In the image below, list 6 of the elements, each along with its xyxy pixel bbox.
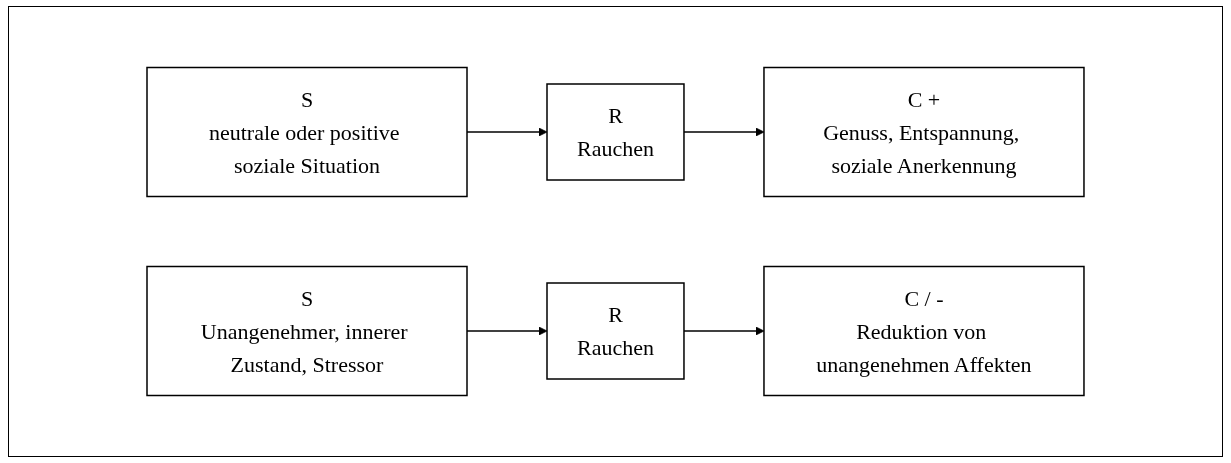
node-box: R Rauchen: [546, 282, 685, 380]
node-box: R Rauchen: [546, 83, 685, 181]
node-box: S neutrale oder positive soziale Situation: [146, 66, 468, 198]
node-box: C / - Reduktion von unangenehmen Affekten: [763, 265, 1085, 397]
node-box: S Unangenehmer, innerer Zustand, Stressor: [146, 265, 468, 397]
node-box: C + Genuss, Entspannung, soziale Anerkennung: [763, 66, 1085, 198]
